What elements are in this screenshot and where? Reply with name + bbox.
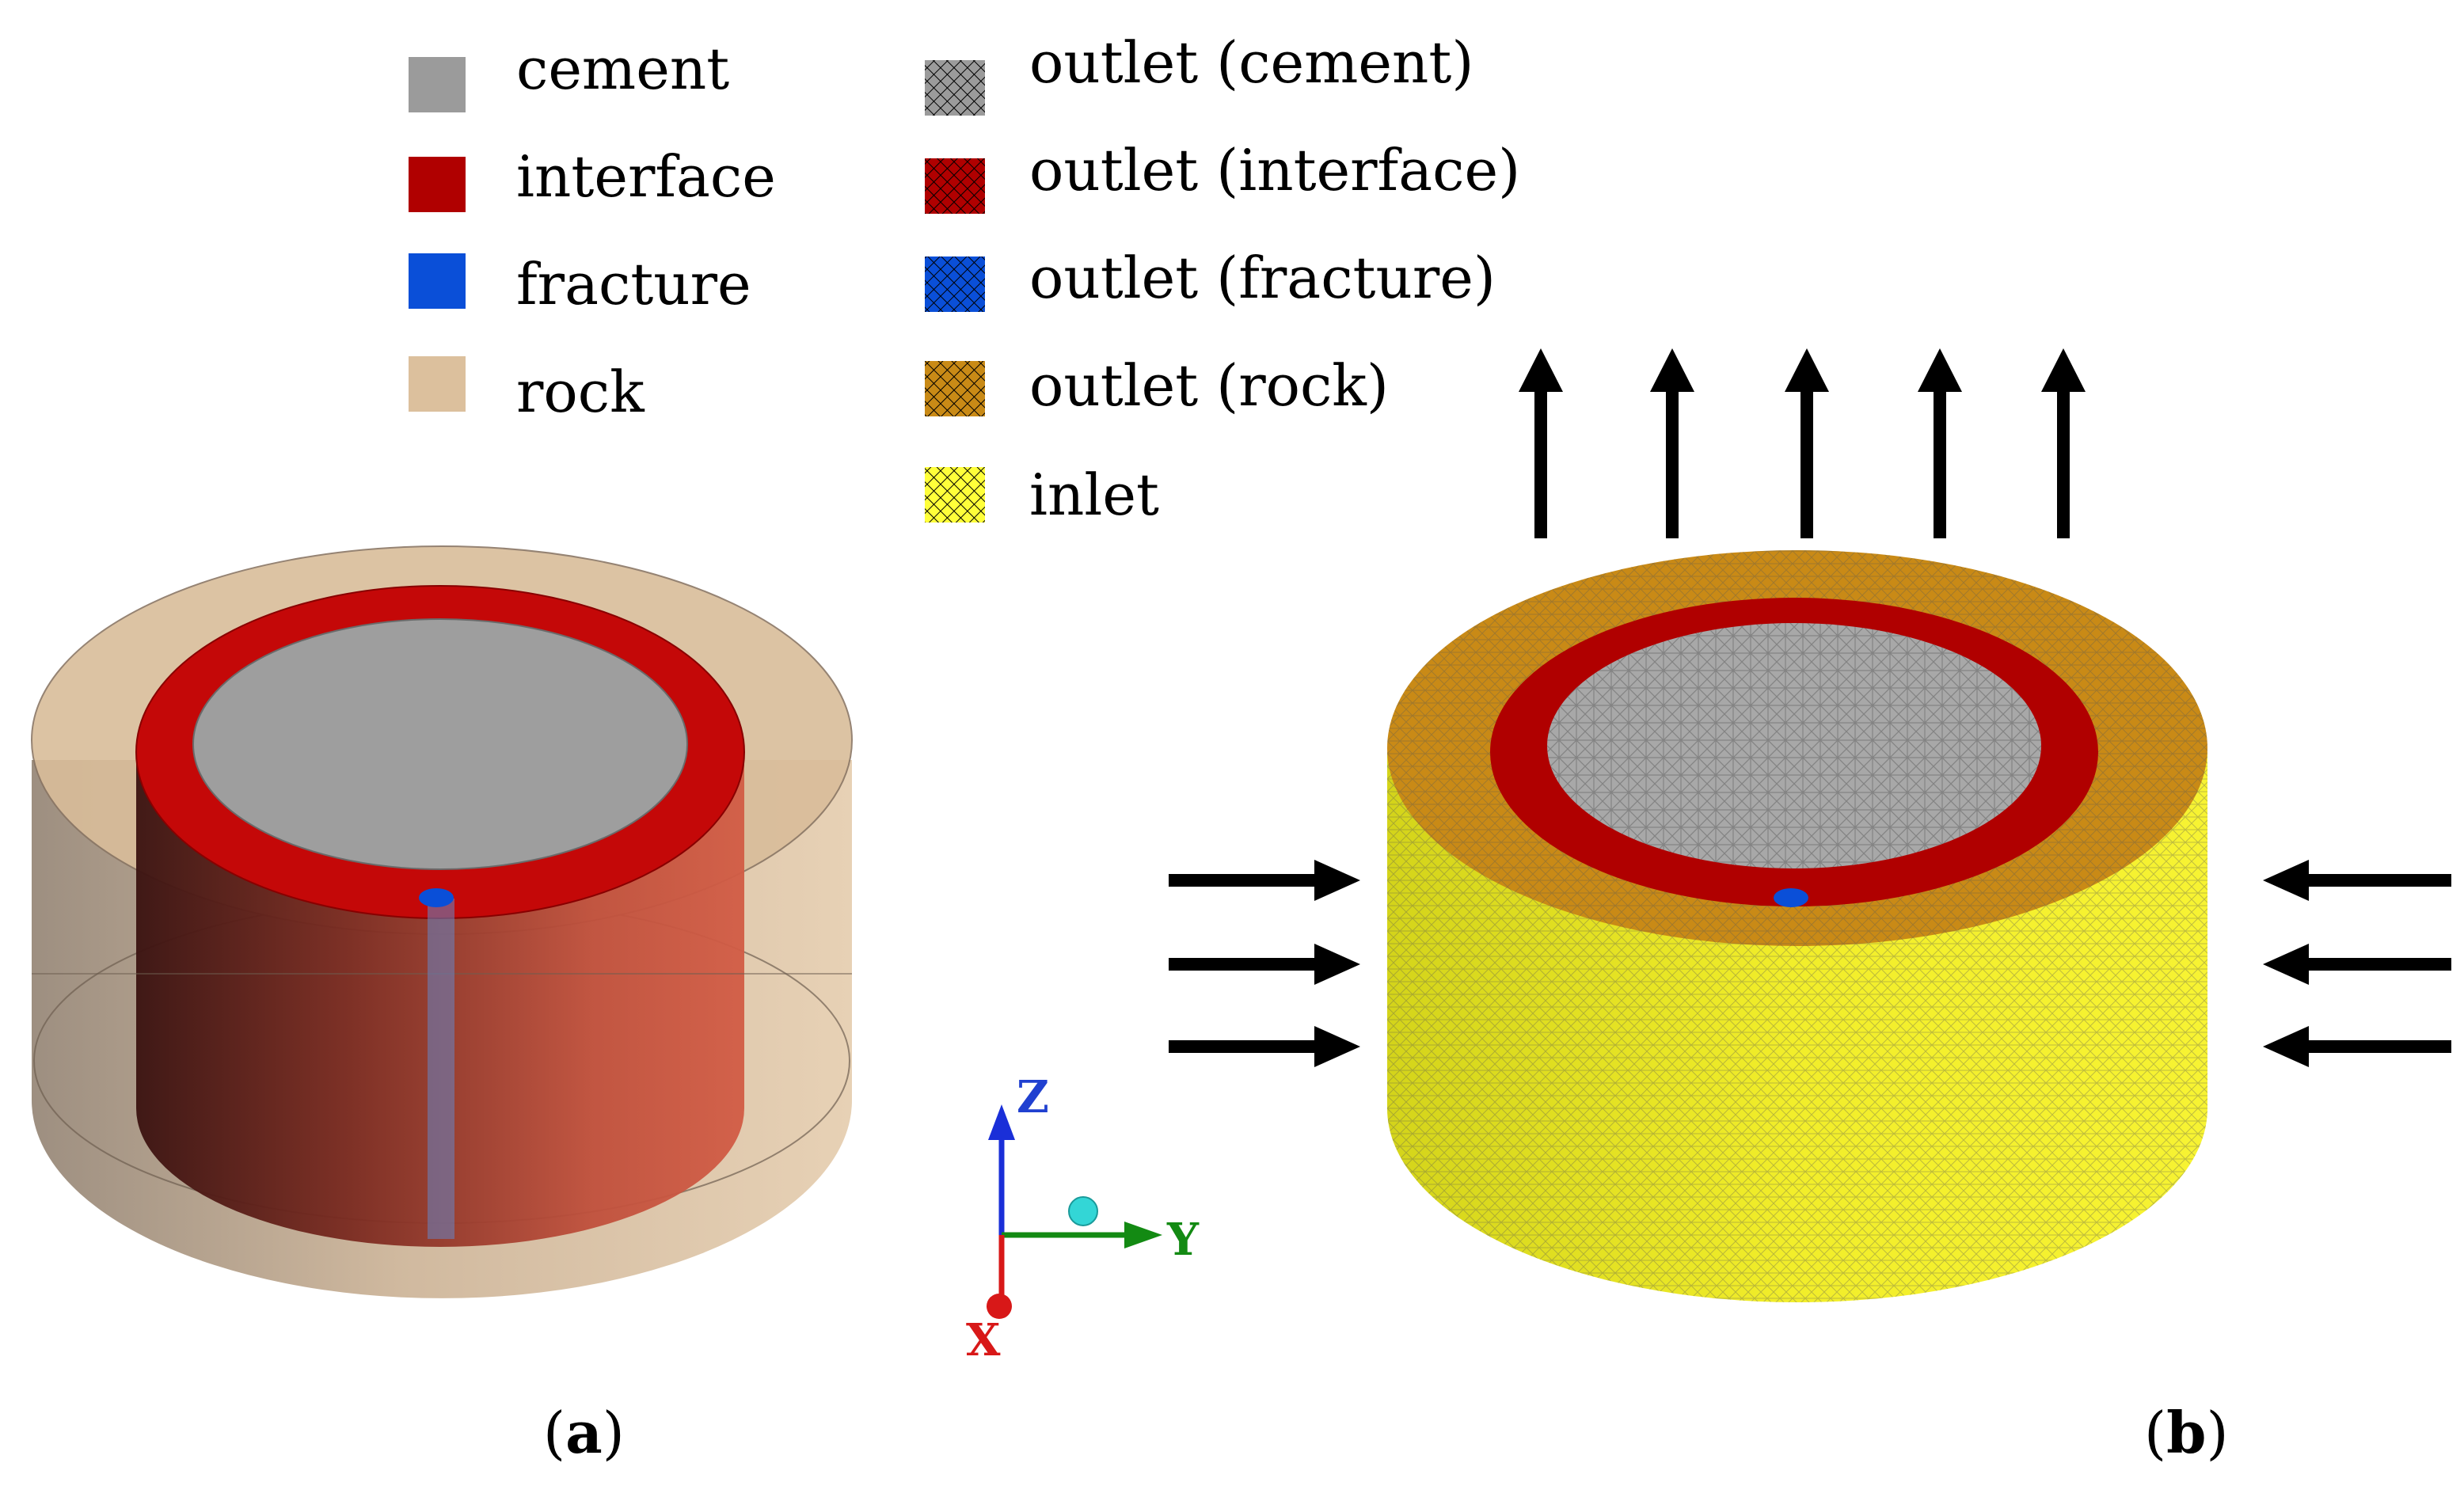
legend-label-outlet-fracture: outlet (fracture): [1029, 245, 1496, 311]
up-arrow-icon: [1918, 348, 1962, 538]
caption-a: (a): [543, 1399, 625, 1466]
hatch-overlay: [925, 158, 985, 214]
y-axis-arrow-icon: [1124, 1222, 1162, 1248]
legend-label-interface: interface: [516, 143, 776, 210]
up-arrow-icon: [1650, 348, 1694, 538]
axis-triad: Z Y X: [966, 1071, 1200, 1366]
z-axis-arrow-icon: [988, 1104, 1015, 1140]
left-arrow-icon: [2263, 1026, 2451, 1067]
legend-item-inlet: inlet: [925, 462, 1159, 528]
up-arrow-icon: [2041, 348, 2086, 538]
right-arrow-icon: [1169, 1026, 1360, 1067]
right-arrow-icon: [1169, 860, 1360, 901]
legend-item-outlet-rock: outlet (rock): [925, 352, 1389, 419]
legend-item-cement: cement: [409, 36, 729, 112]
x-axis-label: X: [966, 1314, 1001, 1366]
cylinder-b: [1387, 550, 2207, 1302]
legend-swatch-interface: [409, 157, 466, 212]
caption-b-close: ): [2206, 1400, 2228, 1466]
outflow-arrows: [1519, 348, 2086, 538]
outlet-cement-mesh-b: [1547, 623, 2041, 868]
left-arrow-icon: [2263, 944, 2451, 985]
x-axis-dot-icon: [987, 1294, 1012, 1319]
legend-label-rock: rock: [516, 359, 645, 425]
hatch-overlay: [925, 60, 985, 116]
legend-label-outlet-interface: outlet (interface): [1029, 137, 1520, 203]
caption-b-open: (: [2144, 1400, 2166, 1466]
legend-item-interface: interface: [409, 143, 776, 212]
legend-label-cement: cement: [516, 36, 729, 102]
legend-item-outlet-interface: outlet (interface): [925, 137, 1520, 214]
y-axis-label: Y: [1166, 1214, 1200, 1266]
legend-swatch-cement: [409, 57, 466, 112]
legend-label-inlet: inlet: [1029, 462, 1159, 528]
legend-label-outlet-rock: outlet (rock): [1029, 352, 1389, 419]
cylinder-a: [31, 545, 853, 1298]
legend-label-fracture: fracture: [516, 251, 751, 317]
caption-b-letter: b: [2166, 1399, 2206, 1466]
hatch-overlay: [925, 467, 985, 522]
z-axis-label: Z: [1017, 1071, 1049, 1123]
inflow-arrows-right: [2263, 860, 2451, 1067]
legend-left: cement interface fracture rock: [409, 36, 776, 425]
caption-b: (b): [2144, 1399, 2229, 1466]
legend-swatch-rock: [409, 356, 466, 412]
hatch-overlay: [925, 256, 985, 312]
caption-a-open: (: [543, 1400, 565, 1466]
left-arrow-icon: [2263, 860, 2451, 901]
legend-swatch-fracture: [409, 253, 466, 309]
legend-item-rock: rock: [409, 356, 645, 425]
legend-right: outlet (cement) outlet (interface) outle…: [925, 29, 1520, 528]
legend-item-fracture: fracture: [409, 251, 751, 317]
outlet-fracture-top-b: [1774, 888, 1808, 907]
right-arrow-icon: [1169, 944, 1360, 985]
up-arrow-icon: [1519, 348, 1563, 538]
legend-item-outlet-cement: outlet (cement): [925, 29, 1473, 116]
caption-a-letter: a: [565, 1399, 603, 1466]
fracture-top-a: [419, 888, 454, 907]
up-arrow-icon: [1785, 348, 1829, 538]
fracture-channel-a: [428, 899, 454, 1239]
legend-label-outlet-cement: outlet (cement): [1029, 29, 1473, 96]
caption-a-close: ): [603, 1400, 625, 1466]
cement-top-a: [192, 618, 688, 870]
view-center-sphere-icon: [1068, 1196, 1098, 1226]
legend-item-outlet-fracture: outlet (fracture): [925, 245, 1496, 312]
hatch-overlay: [925, 361, 985, 416]
inflow-arrows-left: [1169, 860, 1360, 1067]
